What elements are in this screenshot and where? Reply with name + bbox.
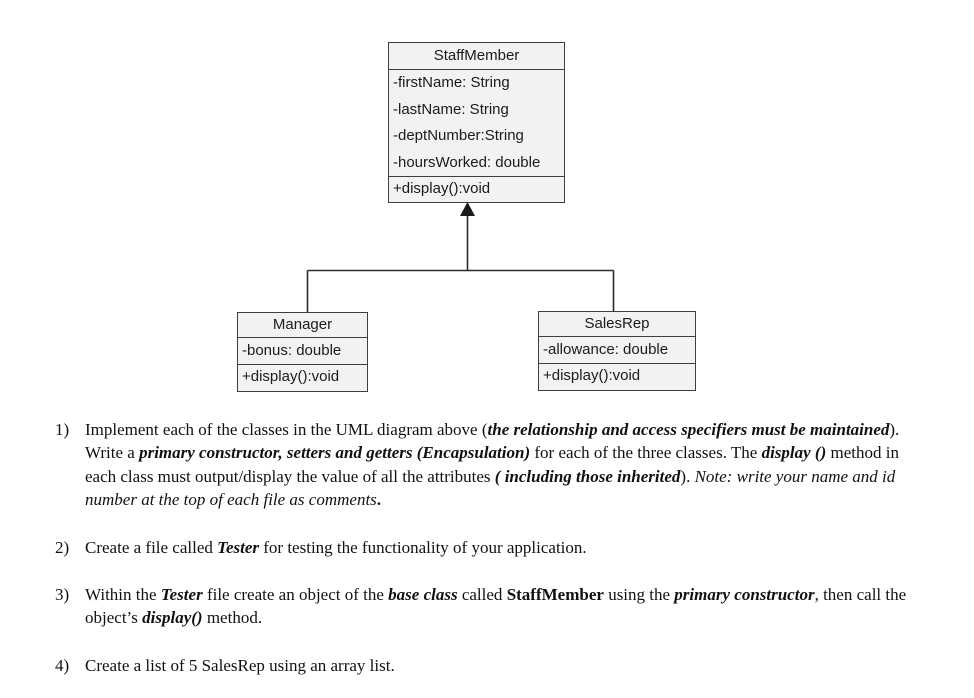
uml-class-manager: Manager -bonus: double +display():void (237, 312, 368, 392)
text-segment: Tester (160, 585, 203, 605)
item-number: 2) (55, 537, 70, 557)
instruction-item-3: 3) Within the Tester file create an obje… (55, 583, 917, 630)
class-attribute: -hoursWorked: double (393, 153, 541, 171)
item-text: Implement each of the classes in the UML… (85, 418, 911, 512)
text-segment: Within the (85, 585, 161, 605)
text-segment: for each of the three classes. The (530, 443, 762, 463)
class-attributes: -firstName: String -lastName: String -de… (389, 70, 564, 177)
text-segment: ). (680, 466, 695, 486)
text-segment: for testing the functionality of your ap… (259, 537, 587, 557)
item-number: 1) (55, 420, 70, 439)
text-segment: Create a file called (85, 537, 218, 557)
text-segment: display() (142, 608, 203, 628)
item-number: 3) (55, 585, 70, 605)
item-text: Create a file called Tester for testing … (85, 536, 911, 559)
instruction-item-1: 1) Implement each of the classes in the … (55, 418, 917, 512)
text-segment: base class (388, 585, 458, 605)
instruction-list: 1) Implement each of the classes in the … (55, 418, 917, 698)
text-segment: StaffMember (506, 585, 604, 605)
text-segment: primary constructor, setters and getters… (139, 443, 531, 463)
class-name: SalesRep (539, 312, 695, 337)
text-segment: Tester (217, 537, 260, 557)
class-attribute: -bonus: double (242, 342, 342, 359)
text-segment: the relationship and access specifiers m… (487, 420, 890, 439)
instruction-item-2: 2) Create a file called Tester for testi… (55, 536, 917, 559)
class-method: +display():void (242, 368, 340, 385)
uml-class-salesrep: SalesRep -allowance: double +display():v… (538, 311, 696, 391)
item-number: 4) (55, 655, 70, 675)
text-segment: Implement each of the classes in the UML… (85, 420, 488, 439)
text-segment: called (457, 585, 507, 605)
item-text: Within the Tester file create an object … (85, 583, 911, 630)
text-segment: Note: write your name and id number at t… (85, 466, 896, 510)
uml-class-staffmember: StaffMember -firstName: String -lastName… (388, 42, 565, 203)
class-method: +display():void (543, 367, 641, 384)
text-segment: using the (603, 585, 675, 605)
text-segment: Create a list of 5 SalesRep using an arr… (85, 655, 395, 675)
class-attribute: -firstName: String (393, 74, 510, 91)
uml-diagram: StaffMember -firstName: String -lastName… (237, 42, 696, 392)
class-attribute: -lastName: String (393, 100, 509, 118)
class-method: +display():void (393, 180, 491, 197)
text-segment: , then call the object’s (85, 585, 907, 628)
class-name: StaffMember (389, 43, 564, 70)
text-segment: ( including those inherited (494, 466, 681, 486)
text-segment: primary constructor (674, 585, 815, 605)
instruction-item-4: 4) Create a list of 5 SalesRep using an … (55, 654, 917, 677)
text-segment: method. (202, 608, 263, 628)
inheritance-arrowhead (460, 202, 475, 216)
text-segment: . (376, 490, 382, 510)
class-attributes: -allowance: double (539, 337, 695, 364)
class-attributes: -bonus: double (238, 338, 367, 365)
text-segment: display () (761, 443, 827, 463)
item-text: Create a list of 5 SalesRep using an arr… (85, 654, 911, 677)
text-segment: ). Write a (85, 420, 900, 463)
text-segment: method in each class must output/display… (85, 443, 899, 486)
class-attribute: -allowance: double (543, 341, 669, 358)
text-segment: file create an object of the (202, 585, 389, 605)
class-name: Manager (238, 313, 367, 338)
class-attribute: -deptNumber:String (393, 127, 524, 144)
